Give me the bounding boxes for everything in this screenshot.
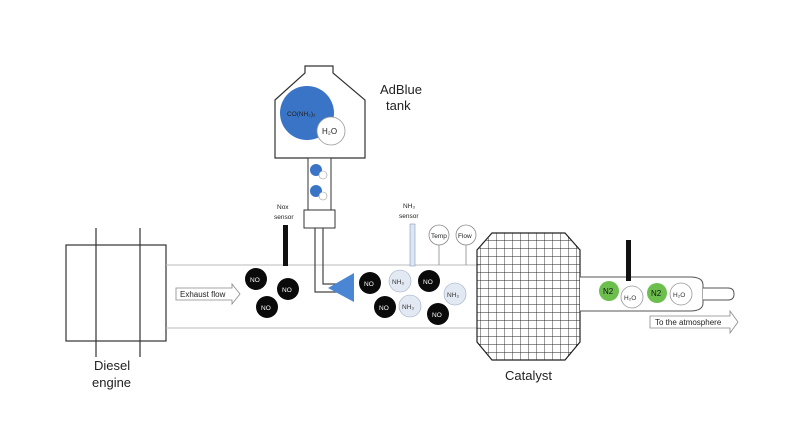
h2o-molecule-label: H₂O (624, 295, 636, 302)
no-molecule-label: NO (432, 312, 442, 319)
nh3-molecule-label: NH₃ (402, 304, 414, 311)
no-molecule: NO (427, 303, 449, 325)
h2o-molecule: H₂O (669, 282, 693, 306)
no-molecule: NO (418, 270, 440, 292)
catalyst-label: Catalyst (505, 368, 552, 383)
temp-gauge (428, 224, 450, 265)
nh3-molecule: NH₃ (388, 269, 412, 293)
nh3-molecule-label: NH₃ (392, 279, 404, 286)
no-molecule-label: NO (282, 287, 292, 294)
no-molecule: NO (374, 296, 396, 318)
atmosphere-arrow (649, 309, 739, 335)
catalyst (476, 232, 581, 361)
water-label: H₂O (322, 127, 337, 136)
tank-title-line2: tank (386, 98, 411, 113)
no-molecule-label: NO (364, 281, 374, 288)
urea-label: CO(NH₂)₂ (287, 111, 316, 118)
no-molecule: NO (256, 296, 278, 318)
flow-label: Flow (458, 233, 472, 240)
tank-title-line1: AdBlue (380, 82, 422, 97)
n2-molecule: N2 (599, 281, 619, 301)
nox-sensor-label-line1: Nox (277, 204, 289, 211)
exhaust-flow-label: Exhaust flow (180, 290, 226, 299)
water-blob (316, 116, 346, 146)
atmosphere-label: To the atmosphere (655, 318, 722, 327)
engine-label-line1: Diesel (94, 358, 130, 373)
nh3-molecule: NH₃ (398, 294, 422, 318)
nh3-sensor-label-line2: sensor (399, 213, 419, 220)
nh3-molecule: NH₃ (443, 282, 467, 306)
no-molecule-label: NO (261, 305, 271, 312)
diesel-engine (65, 228, 167, 357)
injector-nozzle (328, 273, 354, 302)
nh3-molecule-label: NH₃ (447, 292, 459, 299)
temp-label: Temp (431, 233, 447, 240)
nh3-sensor-label-line1: NH₃ (403, 203, 415, 210)
adblue-tank (274, 65, 366, 159)
no-molecule-label: NO (423, 279, 433, 286)
engine-label-line2: engine (92, 375, 131, 390)
no-molecule: NO (277, 278, 299, 300)
nox-sensor (283, 225, 288, 266)
exhaust-flow-arrow (175, 282, 241, 306)
n2-molecule-label: N2 (603, 287, 614, 296)
no-molecule-label: NO (379, 305, 389, 312)
n2-molecule-label: N2 (651, 289, 662, 298)
h2o-molecule-label: H₂O (673, 292, 685, 299)
n2-molecule: N2 (647, 283, 667, 303)
no-molecule-label: NO (250, 277, 260, 284)
no-molecule: NO (359, 272, 381, 294)
no-molecule: NO (245, 268, 267, 290)
outlet-sensor (626, 240, 631, 281)
feed-line (303, 157, 340, 293)
nox-sensor-label-line2: sensor (274, 214, 294, 221)
nh3-sensor (409, 223, 416, 267)
h2o-molecule: H₂O (620, 285, 644, 309)
flow-gauge (455, 224, 477, 265)
